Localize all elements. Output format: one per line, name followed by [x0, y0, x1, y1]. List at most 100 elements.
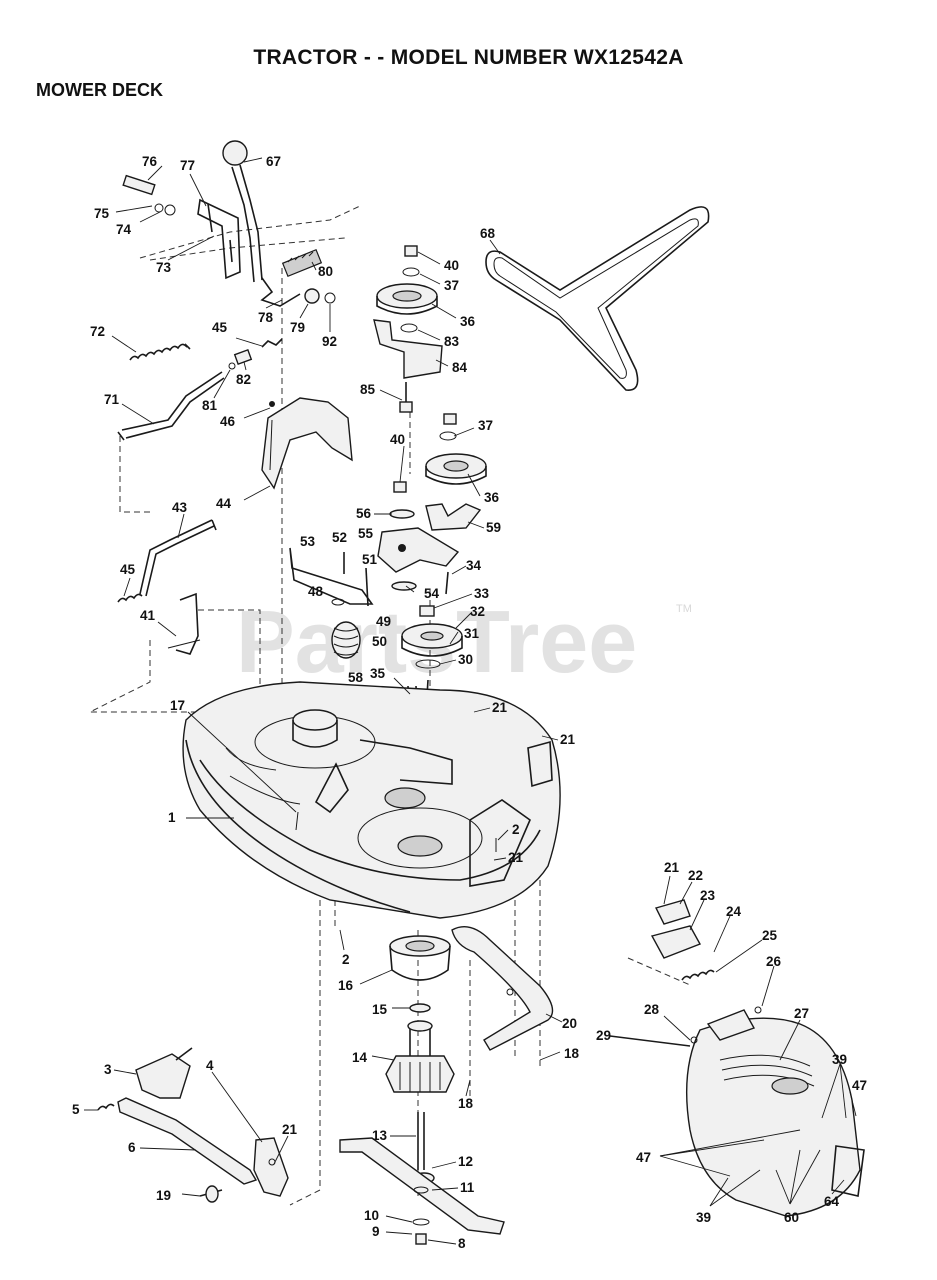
lever-knob — [222, 140, 248, 166]
idler-pulley-middle — [393, 413, 487, 531]
callout-5: 5 — [72, 1102, 80, 1117]
callout-68: 68 — [480, 226, 496, 241]
callout-8: 8 — [458, 1236, 466, 1251]
callout-32: 32 — [470, 604, 485, 619]
lift-rod-71 — [117, 371, 225, 441]
callout-80: 80 — [318, 264, 333, 279]
callout-18-a: 18 — [564, 1046, 580, 1061]
callout-26: 26 — [766, 954, 782, 969]
rear-hanger-bracket — [253, 1137, 289, 1197]
callout-43: 43 — [172, 500, 188, 515]
callout-34: 34 — [466, 558, 482, 573]
spindle-assembly — [385, 935, 455, 1184]
callout-21-c: 21 — [508, 850, 524, 865]
lift-lever-assembly — [122, 140, 336, 307]
callout-33: 33 — [474, 586, 490, 601]
callout-13: 13 — [372, 1128, 388, 1143]
callout-59: 59 — [486, 520, 501, 535]
callout-78: 78 — [258, 310, 274, 325]
callout-24: 24 — [726, 904, 742, 919]
callout-45-lower: 45 — [120, 562, 136, 577]
callout-47-b: 47 — [636, 1150, 651, 1165]
callout-41: 41 — [140, 608, 156, 623]
callout-6: 6 — [128, 1140, 136, 1155]
callout-45: 45 — [212, 320, 228, 335]
callout-20: 20 — [562, 1016, 577, 1031]
callout-21-d: 21 — [282, 1122, 298, 1137]
callout-64: 64 — [824, 1194, 840, 1209]
callout-23: 23 — [700, 888, 716, 903]
callout-85: 85 — [360, 382, 376, 397]
callout-77: 77 — [180, 158, 195, 173]
callout-15: 15 — [372, 1002, 388, 1017]
callout-37-lower: 37 — [478, 418, 493, 433]
callout-83: 83 — [444, 334, 460, 349]
callout-11: 11 — [460, 1180, 475, 1195]
callout-67: 67 — [266, 154, 281, 169]
callout-76: 76 — [142, 154, 158, 169]
lift-links — [228, 338, 283, 370]
drive-belt — [485, 206, 710, 391]
callout-50: 50 — [372, 634, 387, 649]
callout-40: 40 — [444, 258, 459, 273]
mower-blade — [339, 1137, 505, 1245]
callout-58: 58 — [348, 670, 364, 685]
callout-3: 3 — [104, 1062, 112, 1077]
callout-21-a: 21 — [492, 700, 508, 715]
lever-grip — [281, 248, 323, 278]
callout-40-lower: 40 — [390, 432, 405, 447]
callout-22: 22 — [688, 868, 703, 883]
section-heading: MOWER DECK — [36, 80, 163, 100]
callout-19: 19 — [156, 1188, 171, 1203]
callout-56: 56 — [356, 506, 372, 521]
callout-46: 46 — [220, 414, 236, 429]
callout-labels: 76 77 67 75 74 73 80 78 79 92 72 45 81 8… — [72, 154, 867, 1251]
deck-baffle — [451, 926, 554, 1051]
callout-60: 60 — [784, 1210, 799, 1225]
callout-28: 28 — [644, 1002, 660, 1017]
callout-79: 79 — [290, 320, 305, 335]
callout-2-a: 2 — [512, 822, 520, 837]
mower-deck-housing — [182, 681, 561, 919]
leader-lines — [84, 157, 857, 1245]
callout-16: 16 — [338, 978, 354, 993]
callout-73: 73 — [156, 260, 172, 275]
callout-29: 29 — [596, 1028, 611, 1043]
callout-39-b: 39 — [696, 1210, 711, 1225]
callout-44: 44 — [216, 496, 232, 511]
callout-81: 81 — [202, 398, 218, 413]
callout-17: 17 — [170, 698, 185, 713]
link-rod-43 — [139, 519, 217, 597]
callout-21-e: 21 — [664, 860, 680, 875]
callout-92: 92 — [322, 334, 337, 349]
callout-35: 35 — [370, 666, 386, 681]
belt-cover-assembly — [609, 899, 865, 1217]
callout-30: 30 — [458, 652, 473, 667]
watermark-trademark: TM — [676, 603, 692, 615]
callout-54: 54 — [424, 586, 440, 601]
front-link-arm — [97, 1097, 258, 1185]
callout-48: 48 — [308, 584, 324, 599]
callout-12: 12 — [458, 1154, 473, 1169]
callout-1: 1 — [168, 810, 176, 825]
callout-2-b: 2 — [342, 952, 350, 967]
shoulder-bolt — [199, 1185, 223, 1203]
callout-82: 82 — [236, 372, 251, 387]
spring-bracket-41 — [117, 592, 201, 655]
callout-49: 49 — [376, 614, 391, 629]
front-hanger-bracket — [135, 1047, 193, 1099]
callout-37: 37 — [444, 278, 459, 293]
callout-25: 25 — [762, 928, 778, 943]
callout-72: 72 — [90, 324, 105, 339]
callout-4: 4 — [206, 1058, 214, 1073]
callout-31: 31 — [464, 626, 480, 641]
page-title: TRACTOR - - MODEL NUMBER WX12542A — [253, 46, 684, 69]
callout-18-b: 18 — [458, 1096, 474, 1111]
callout-21-b: 21 — [560, 732, 576, 747]
callout-9: 9 — [372, 1224, 380, 1239]
callout-36: 36 — [460, 314, 476, 329]
callout-51: 51 — [362, 552, 378, 567]
callout-75: 75 — [94, 206, 110, 221]
callout-71: 71 — [104, 392, 120, 407]
